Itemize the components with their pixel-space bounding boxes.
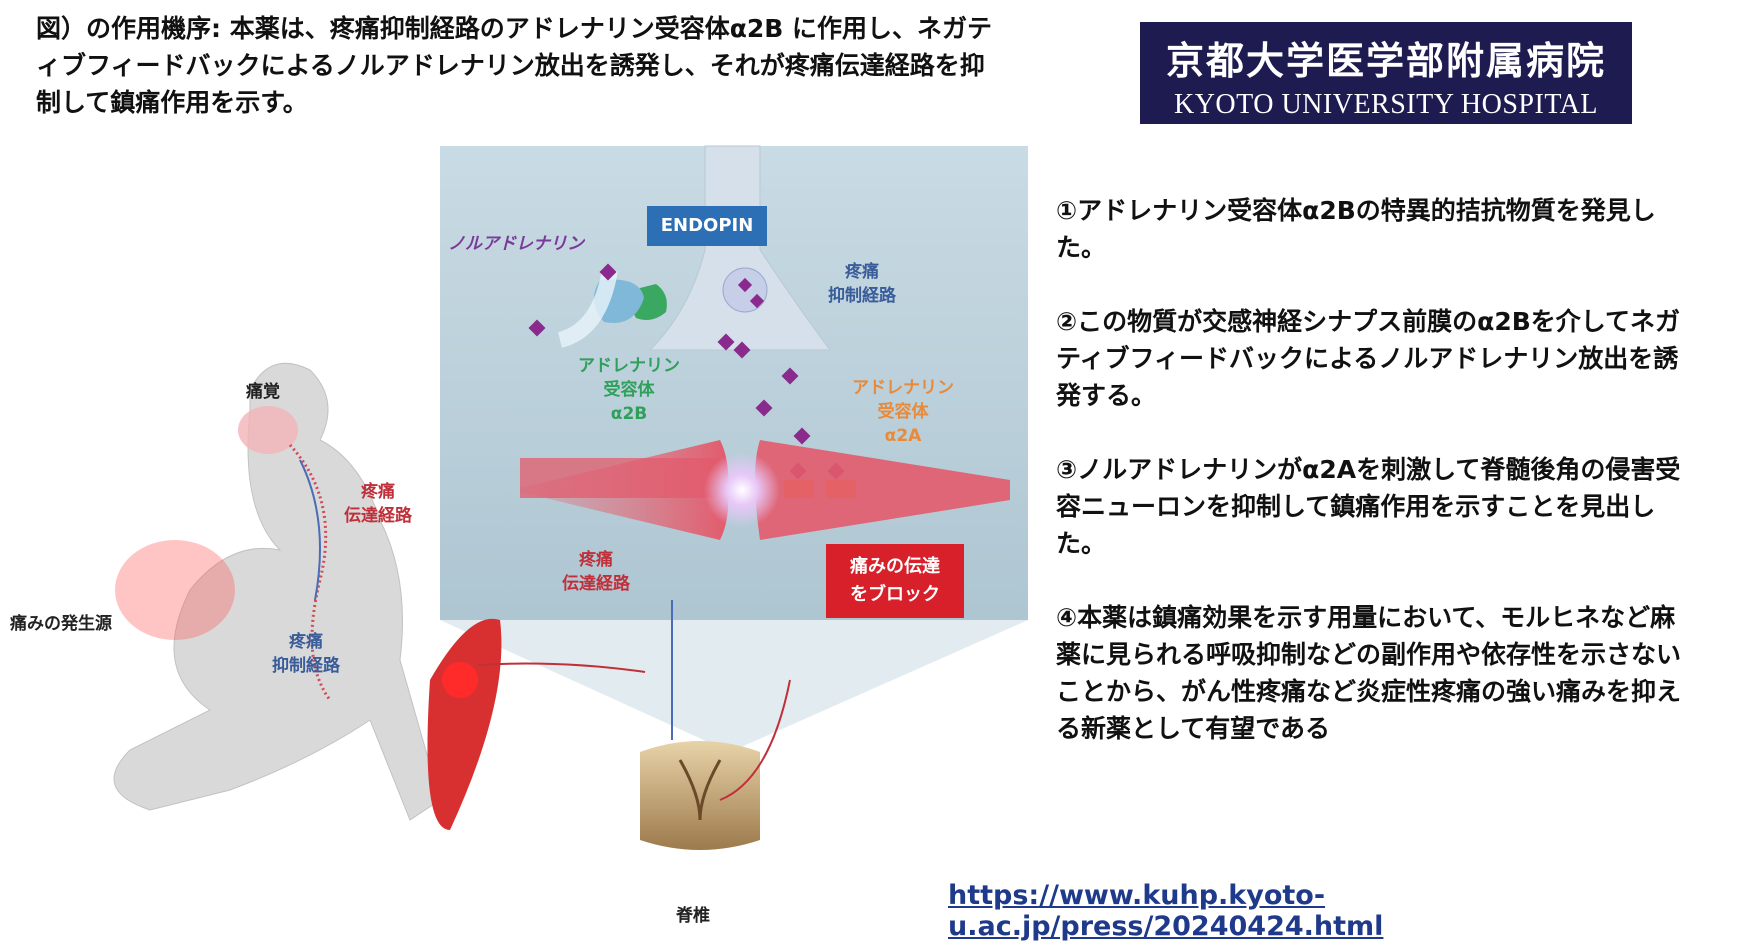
presynaptic-terminal bbox=[648, 145, 831, 351]
mechanism-figure: 痛覚 痛みの発生源 疼痛 伝達経路 疼痛 抑制経路 脊椎 ノルアドレナリン EN… bbox=[0, 140, 1040, 934]
label-inhibition-body: 疼痛 抑制経路 bbox=[272, 632, 340, 676]
label-transmission-body: 疼痛 伝達経路 bbox=[344, 482, 412, 526]
label-pain-sense: 痛覚 bbox=[246, 382, 280, 402]
label-receptor-2a: アドレナリン 受容体 α2A bbox=[852, 378, 954, 446]
muscle-arrow bbox=[477, 662, 646, 673]
label-noradrenaline: ノルアドレナリン bbox=[448, 234, 584, 254]
nerve-right bbox=[755, 440, 1010, 540]
point-3: ③ノルアドレナリンがα2Aを刺激して脊髄後角の侵害受容ニューロンを抑制して鎮痛作… bbox=[1056, 455, 1681, 558]
label-spine: 脊椎 bbox=[676, 906, 710, 926]
muscle bbox=[427, 618, 502, 830]
brain-highlight bbox=[238, 406, 298, 454]
muscle-pain-burst bbox=[442, 662, 478, 698]
block-transmission-badge: 痛みの伝達 をブロック bbox=[826, 544, 964, 618]
press-release-link[interactable]: https://www.kuhp.kyoto-u.ac.jp/press/202… bbox=[948, 880, 1384, 942]
inset-projection bbox=[440, 620, 1028, 752]
spinal-path-blue bbox=[299, 459, 321, 601]
point-1: ①アドレナリン受容体α2Bの特異的拮抗物質を発見した。 bbox=[1056, 196, 1656, 262]
block-flash bbox=[704, 452, 780, 528]
spinal-path-red bbox=[288, 443, 332, 701]
logo-jp-name: 京都大学医学部附属病院 bbox=[1165, 38, 1606, 83]
spinal-gray-matter bbox=[678, 759, 722, 821]
spinal-cord bbox=[640, 741, 760, 850]
hospital-logo: 京都大学医学部附属病院 KYOTO UNIVERSITY HOSPITAL bbox=[1140, 22, 1632, 124]
point-2: ②この物質が交感神経シナプス前膜のα2Bを介してネガティブフィードバックによるノ… bbox=[1056, 307, 1681, 410]
point-4: ④本薬は鎮痛効果を示す用量において、モルヒネなど麻薬に見られる呼吸抑制などの副作… bbox=[1056, 603, 1682, 743]
label-inhibition-inset: 疼痛 抑制経路 bbox=[828, 262, 896, 306]
label-receptor-2b: アドレナリン 受容体 α2B bbox=[578, 356, 680, 424]
key-points: ①アドレナリン受容体α2Bの特異的拮抗物質を発見した。 ②この物質が交感神経シナ… bbox=[1056, 192, 1686, 784]
nerve-left-trunk bbox=[520, 458, 720, 498]
body-silhouette bbox=[113, 362, 441, 821]
logo-en-name: KYOTO UNIVERSITY HOSPITAL bbox=[1173, 89, 1599, 120]
label-pain-source: 痛みの発生源 bbox=[10, 614, 112, 634]
label-transmission-inset: 疼痛 伝達経路 bbox=[562, 550, 630, 594]
noradrenaline-swoosh bbox=[557, 268, 618, 348]
endopin-badge: ENDOPIN bbox=[647, 206, 767, 246]
knee-pain-glow bbox=[115, 540, 235, 640]
ascending-arrow bbox=[719, 679, 791, 801]
caption-text: 図）の作用機序: 本薬は、疼痛抑制経路のアドレナリン受容体α2B に作用し、ネガ… bbox=[36, 14, 993, 117]
